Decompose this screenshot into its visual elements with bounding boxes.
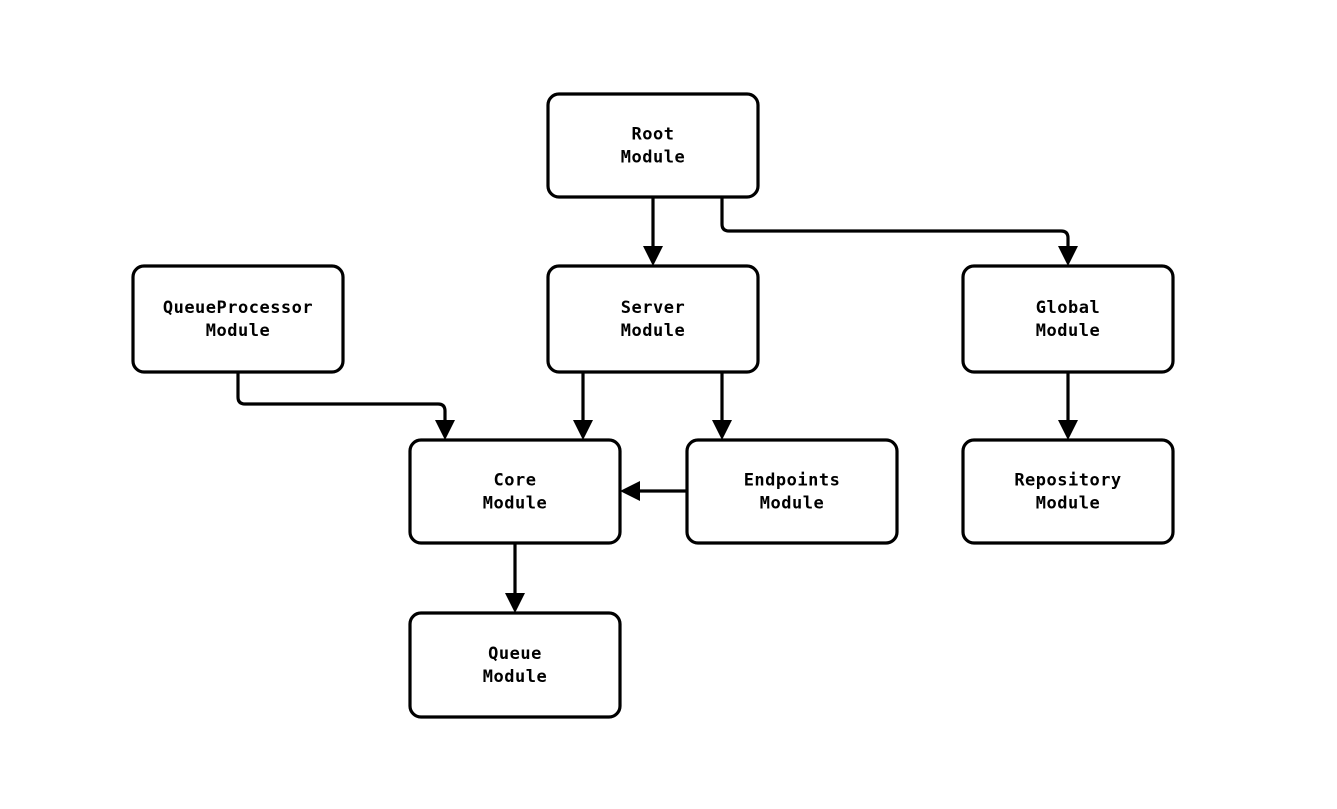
- node-label-line1: Server: [621, 298, 685, 318]
- edge-line: [236, 372, 447, 424]
- node-label-line2: Module: [483, 667, 547, 687]
- arrowhead-icon: [1058, 420, 1078, 440]
- arrowhead-icon: [435, 420, 455, 440]
- node-box[interactable]: [408, 611, 622, 719]
- node-box[interactable]: [961, 264, 1175, 374]
- arrowhead-icon: [505, 593, 525, 613]
- node-label-line2: Module: [760, 494, 824, 514]
- node-label-line2: Module: [621, 321, 685, 341]
- arrowhead-icon: [712, 420, 732, 440]
- arrowhead-icon: [643, 246, 663, 266]
- node-box[interactable]: [961, 438, 1175, 545]
- node-label-line2: Module: [206, 321, 270, 341]
- node-label-line2: Module: [483, 494, 547, 514]
- node-label-line1: Queue: [488, 644, 542, 664]
- node-box[interactable]: [546, 264, 760, 374]
- node-label-line1: Endpoints: [744, 471, 841, 491]
- edge-server-to-endpoints: [712, 372, 732, 440]
- edge-root-to-global: [720, 197, 1078, 266]
- node-label-line2: Module: [1036, 321, 1100, 341]
- node-box[interactable]: [685, 438, 899, 545]
- node-label-line2: Module: [1036, 494, 1100, 514]
- edge-endpoints-to-core: [620, 481, 687, 501]
- node-label-line1: QueueProcessor: [163, 298, 313, 318]
- edge-line: [720, 197, 1070, 250]
- node-label-line1: Root: [632, 125, 675, 145]
- arrowhead-icon: [573, 420, 593, 440]
- edge-server-to-core: [573, 372, 593, 440]
- node-box[interactable]: [546, 92, 760, 199]
- edge-core-to-queue: [505, 543, 525, 613]
- edge-root-to-server: [643, 197, 663, 266]
- edge-global-to-repository: [1058, 372, 1078, 440]
- arrowhead-icon: [1058, 246, 1078, 266]
- node-label-line2: Module: [621, 148, 685, 168]
- arrowhead-icon: [620, 481, 640, 501]
- node-label-line1: Global: [1036, 298, 1100, 318]
- node-label-line1: Repository: [1014, 471, 1121, 491]
- node-box[interactable]: [408, 438, 622, 545]
- node-box[interactable]: [131, 264, 345, 374]
- edge-queueprocessor-to-core: [236, 372, 455, 440]
- node-label-line1: Core: [494, 471, 537, 491]
- edges-layer: [236, 197, 1078, 613]
